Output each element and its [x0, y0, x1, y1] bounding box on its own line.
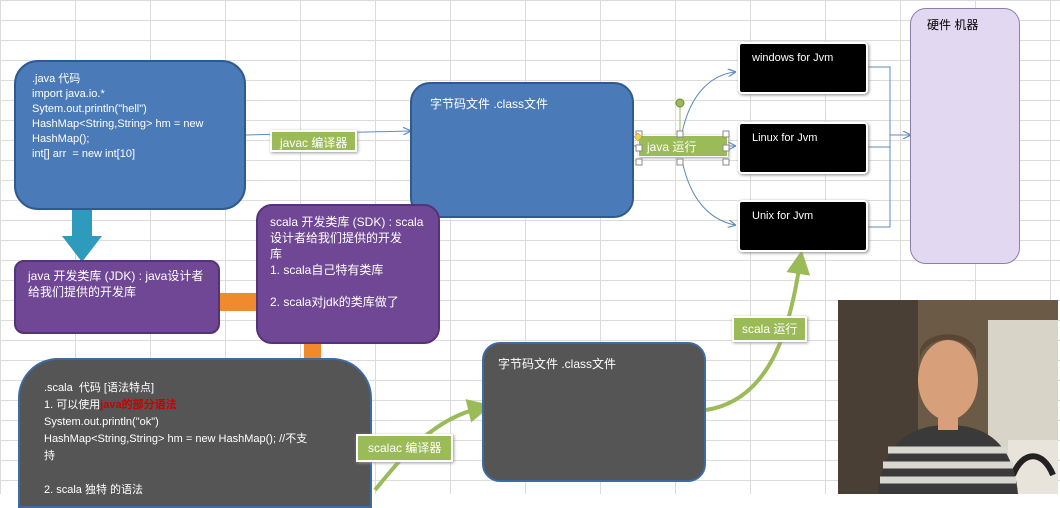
hardware-box: 硬件 机器: [910, 8, 1020, 264]
scala-run-label: scala 运行: [732, 316, 808, 342]
jdk-line: java 开发类库 (JDK) : java设计者: [28, 269, 204, 283]
sdk-line: 1. scala自己特有类库: [270, 263, 384, 277]
jvm-unix-box: Unix for Jvm: [738, 200, 868, 252]
scala-line: [44, 465, 370, 482]
arrow-bytecode-to-unix: [705, 250, 811, 412]
presenter-photo: [838, 300, 1058, 494]
rotate-handle[interactable]: [675, 98, 685, 108]
arrow-run-to-unix: [681, 159, 735, 225]
sdk-line: 2. scala对jdk的类库做了: [270, 295, 399, 309]
java-code-line: HashMap<String,String> hm = new: [32, 118, 204, 130]
jdk-line: 给我们提供的开发库: [28, 285, 137, 299]
bytecode-top-text: 字节码文件 .class文件: [430, 97, 549, 111]
java-code-line: HashMap();: [32, 133, 90, 145]
sdk-line: scala 开发类库 (SDK) : scala: [270, 215, 424, 229]
arrow-run-to-windows: [681, 72, 735, 134]
selection-handles: [633, 98, 730, 166]
connector-unix-hw: [868, 135, 891, 228]
java-code-line: int[] arr = new int[10]: [32, 148, 136, 160]
bytecode-box-top: 字节码文件 .class文件: [410, 82, 634, 218]
jvm-linux-box: Linux for Jvm: [738, 122, 868, 174]
scalac-compiler-label: scalac 编译器: [356, 434, 454, 462]
sdk-line: 库: [270, 247, 283, 261]
javac-compiler-label: javac 编译器: [270, 130, 358, 152]
java-run-selection[interactable]: java 运行: [633, 98, 730, 166]
bytecode-box-bottom: 字节码文件 .class文件: [482, 342, 706, 482]
scala-code-box: .scala 代码 [语法特点] 1. 可以使用java的部分语法 System…: [18, 358, 372, 508]
jvm-unix-text: Unix for Jvm: [752, 210, 814, 222]
connector-windows-hw: [868, 66, 891, 135]
jvm-windows-text: windows for Jvm: [752, 52, 834, 64]
hardware-text: 硬件 机器: [927, 18, 979, 32]
java-code-line: .java 代码: [32, 73, 81, 85]
scala-point-1-prefix: 1. 可以使用: [44, 399, 101, 411]
sdk-line: [270, 278, 438, 294]
java-code-line: import java.io.*: [32, 88, 105, 100]
scala-line: 2. scala 独特 的语法: [44, 484, 144, 496]
connector-linux-hw: [868, 135, 891, 148]
bytecode-bottom-text: 字节码文件 .class文件: [498, 357, 617, 371]
java-jdk-box: java 开发类库 (JDK) : java设计者 给我们提供的开发库: [14, 260, 220, 334]
scala-title: .scala 代码 [语法特点]: [44, 382, 155, 394]
sdk-line: 设计者给我们提供的开发: [270, 231, 403, 245]
scala-line: 持: [44, 450, 55, 462]
scala-point-1-highlight: java的部分语法: [100, 399, 177, 411]
scala-sdk-box: scala 开发类库 (SDK) : scala 设计者给我们提供的开发 库 1…: [256, 204, 440, 344]
scala-point-1: 1. 可以使用java的部分语法: [44, 397, 370, 414]
java-code-line: Sytem.out.println("hell"): [32, 103, 147, 115]
scala-line: HashMap<String,String> hm = new HashMap(…: [44, 433, 308, 445]
jvm-linux-text: Linux for Jvm: [752, 132, 818, 144]
jvm-windows-box: windows for Jvm: [738, 42, 868, 94]
java-code-box: .java 代码 import java.io.* Sytem.out.prin…: [14, 60, 246, 210]
scala-line: System.out.println("ok"): [44, 416, 159, 428]
